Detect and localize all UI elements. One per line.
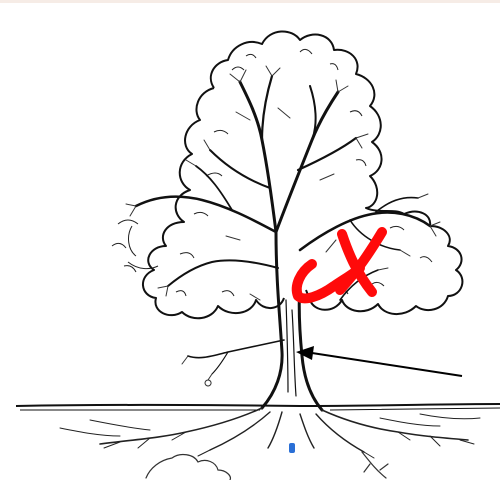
pointer-arrow — [296, 346, 462, 376]
tree-roots — [60, 408, 480, 458]
tree-trunk — [262, 232, 322, 410]
tree-twigs — [126, 66, 440, 386]
small-blue-mark — [289, 443, 295, 453]
tree-foliage-details — [112, 49, 432, 296]
tree-branches — [136, 76, 430, 374]
lower-root-sketch — [146, 452, 388, 480]
